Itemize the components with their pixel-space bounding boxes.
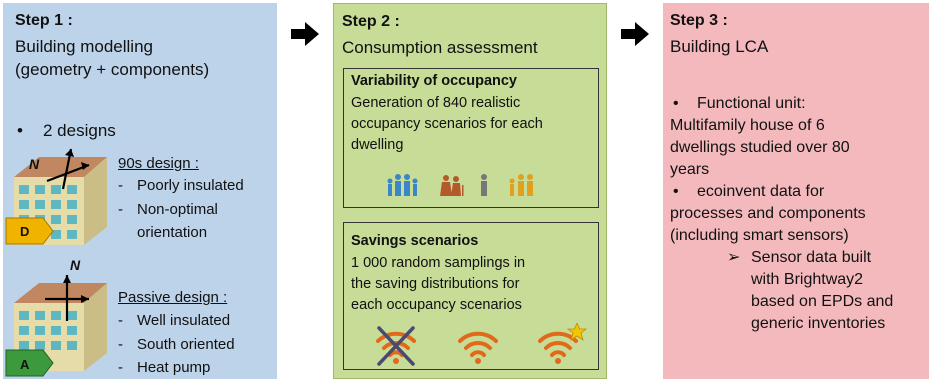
step1-bullet-marker: • <box>17 121 23 140</box>
design-passive-item-3: Heat pump <box>137 359 211 376</box>
step3-panel: Step 3 : Building LCA • Functional unit:… <box>663 3 929 379</box>
parent-children-icon <box>509 174 533 196</box>
savings-box-text-1: 1 000 random samplings in <box>351 255 526 271</box>
step3-line-3: dwellings studied over 80 <box>670 139 850 156</box>
step2-title: Step 2 : <box>342 13 400 30</box>
arrow-right-icon <box>291 22 319 46</box>
design-passive-dash: - <box>118 312 123 329</box>
energy-badge-d <box>5 217 54 245</box>
compass-a-icon <box>45 275 89 321</box>
design-90s-dash: - <box>118 201 123 218</box>
compass-a-north-label: N <box>70 257 81 273</box>
wifi-disabled-icon <box>376 331 416 357</box>
step3-line-10: based on EPDs and <box>751 293 894 310</box>
wifi-sensor-icons <box>376 323 588 366</box>
step3-line-2: Multifamily house of 6 <box>670 117 825 134</box>
design-90s-heading: 90s design : <box>118 155 199 172</box>
design-90s-item-3: orientation <box>137 224 208 241</box>
design-passive-dash: - <box>118 336 123 353</box>
savings-box-title: Savings scenarios <box>351 233 479 249</box>
savings-scenarios-box: Savings scenarios 1 000 random samplings… <box>343 222 599 370</box>
design-passive-heading: Passive design : <box>118 289 228 306</box>
star-icon <box>566 323 588 341</box>
energy-badge-a <box>5 349 54 377</box>
occupancy-box-text-1: Generation of 840 realistic <box>351 95 521 111</box>
step3-line-8: Sensor data built <box>751 249 872 266</box>
step3-title: Step 3 : <box>670 12 728 29</box>
occupancy-box-title: Variability of occupancy <box>351 73 517 89</box>
savings-box-text-2: the saving distributions for <box>351 276 520 292</box>
step3-line-11: generic inventories <box>751 315 886 332</box>
step1-subtitle-line2: (geometry + components) <box>15 60 210 79</box>
arrow-right-icon <box>621 22 649 46</box>
occupancy-variability-box: Variability of occupancy Generation of 8… <box>343 68 599 208</box>
single-person-icon <box>481 174 487 196</box>
step3-line-9: with Brightway2 <box>751 271 864 288</box>
design-passive-dash: - <box>118 359 123 376</box>
occupancy-box-text-3: dwelling <box>351 137 404 153</box>
step3-line-1: Functional unit: <box>697 95 806 112</box>
step2-panel: Step 2 : Consumption assessment Variabil… <box>333 3 607 379</box>
design-90s-item-1: Poorly insulated <box>137 177 244 194</box>
step1-subtitle-line1: Building modelling <box>15 37 153 56</box>
occupancy-box-text-2: occupancy scenarios for each <box>351 116 543 132</box>
step1-bullet-designs: 2 designs <box>43 121 116 140</box>
step3-line-5: ecoinvent data for <box>697 183 825 200</box>
step3-line-4: years <box>670 161 710 178</box>
design-90s-dash: - <box>118 177 123 194</box>
energy-badge-a-label: A <box>20 357 30 372</box>
family-blue-icon <box>387 174 418 196</box>
step3-subtitle: Building LCA <box>670 37 769 56</box>
design-90s-item-2: Non-optimal <box>137 201 218 218</box>
step3-line-7: (including smart sensors) <box>670 227 849 244</box>
energy-badge-d-label: D <box>20 224 30 239</box>
wifi-smart-icon <box>538 331 578 357</box>
step3-arrow-bullet: ➢ <box>727 249 741 266</box>
design-passive-item-2: South oriented <box>137 336 235 353</box>
compass-d-north-label: N <box>29 156 40 172</box>
design-passive-item-1: Well insulated <box>137 312 231 329</box>
occupancy-people-icons <box>387 174 533 196</box>
step3-bullet-marker: • <box>673 95 679 112</box>
wifi-icon <box>458 331 498 357</box>
step1-title: Step 1 : <box>15 12 73 29</box>
building-90s-icon <box>14 157 107 245</box>
step1-panel: Step 1 : Building modelling (geometry + … <box>3 3 277 379</box>
compass-d-icon <box>46 148 90 190</box>
elderly-couple-icon <box>440 175 464 196</box>
step3-line-6: processes and components <box>670 205 866 222</box>
savings-box-text-3: each occupancy scenarios <box>351 297 522 313</box>
step2-subtitle: Consumption assessment <box>342 38 538 57</box>
step3-bullet-marker: • <box>673 183 679 200</box>
